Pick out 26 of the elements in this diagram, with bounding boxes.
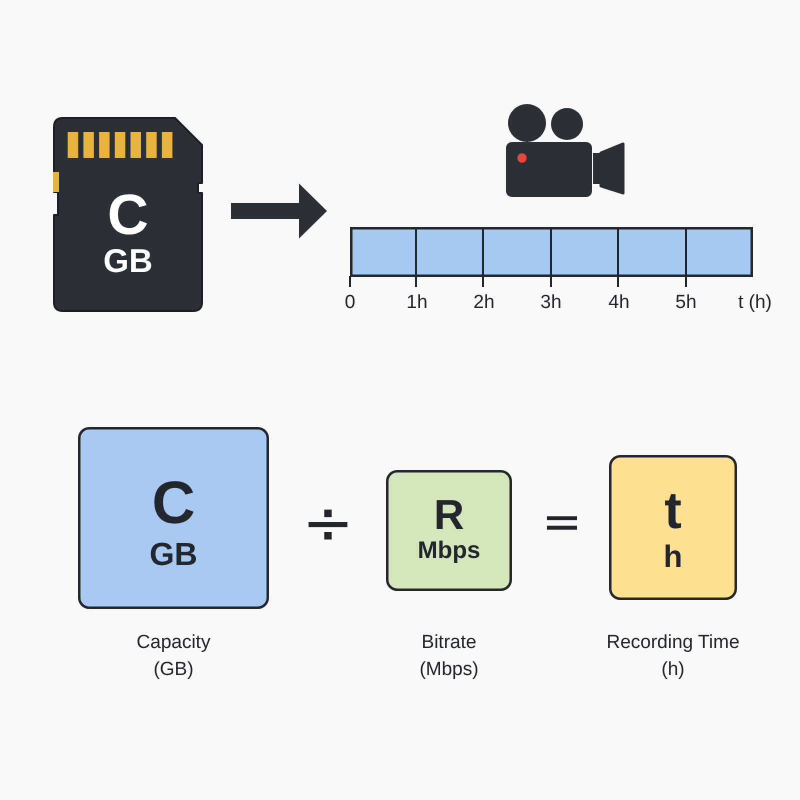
- formula-box: [609, 455, 737, 600]
- unit-label: h: [664, 540, 682, 572]
- variable-symbol: R: [434, 494, 464, 536]
- sd-card: [53, 117, 203, 312]
- tick-label: 5h: [675, 292, 697, 312]
- variable-symbol: t: [664, 485, 682, 538]
- box-label: Recording Time (h): [605, 631, 741, 682]
- formula-box: [78, 427, 269, 609]
- arrow: [231, 184, 327, 238]
- axis-label: t (h): [738, 292, 772, 312]
- tick-label: 4h: [608, 292, 630, 312]
- variable-symbol: C: [152, 473, 196, 534]
- equals-sign: =: [542, 498, 582, 546]
- box-label: Capacity (GB): [136, 631, 212, 682]
- unit-label: GB: [103, 244, 153, 278]
- tick-label: 1h: [406, 292, 428, 312]
- unit-label: GB: [150, 538, 198, 570]
- box-label: Bitrate (Mbps): [418, 631, 480, 682]
- formula-box: [386, 470, 512, 591]
- timeline-bar: [350, 227, 753, 277]
- variable-symbol: C: [107, 186, 149, 244]
- division-sign: ÷: [302, 492, 354, 554]
- tick-label: 2h: [473, 292, 495, 312]
- tick-label: 3h: [540, 292, 562, 312]
- tick-label: 0: [344, 292, 356, 312]
- unit-label: Mbps: [418, 538, 480, 563]
